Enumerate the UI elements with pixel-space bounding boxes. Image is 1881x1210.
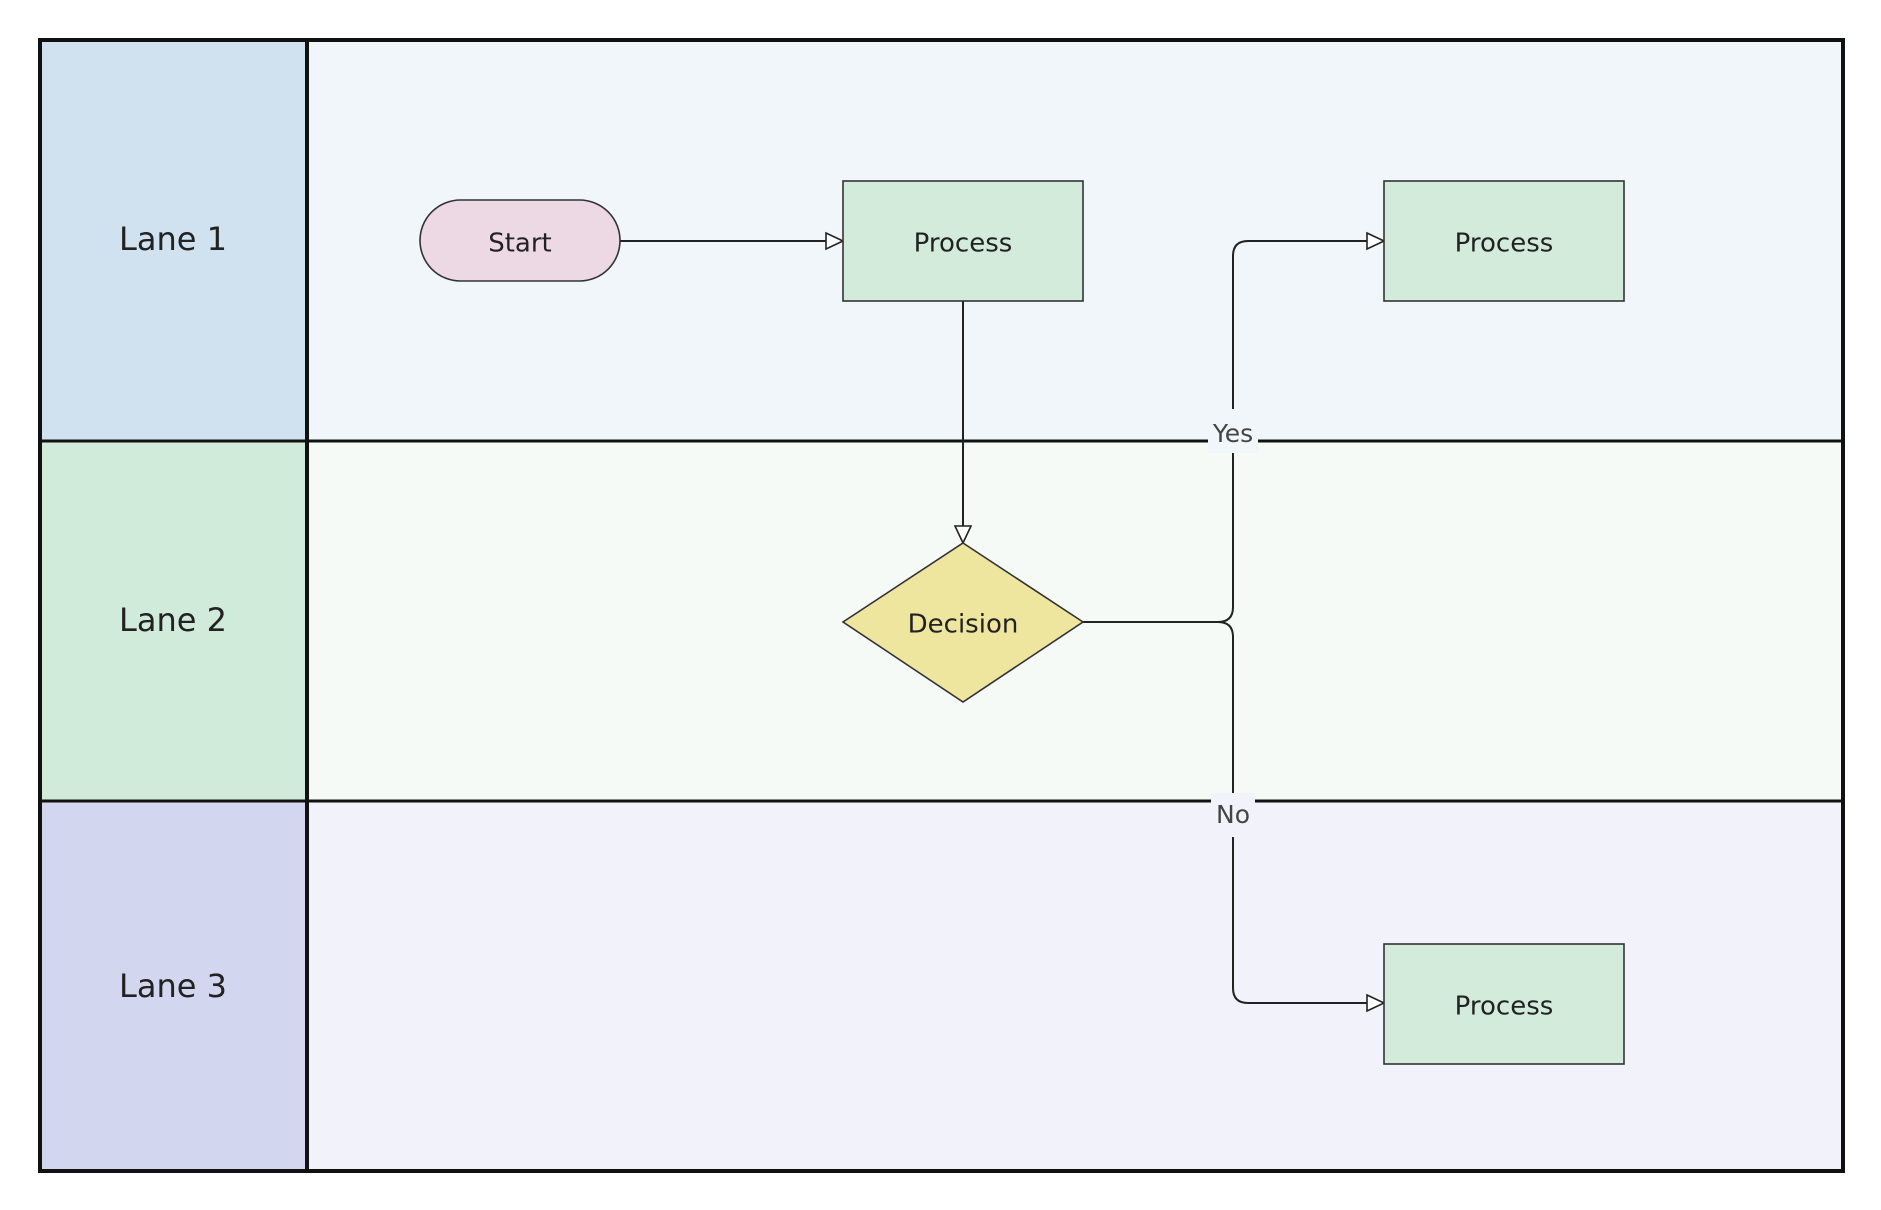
- lane-1-header: [40, 40, 307, 441]
- process-yes-shape: [1383, 180, 1625, 302]
- process-a-label: Process: [914, 229, 1013, 259]
- lane-1-label: Lane 1: [119, 220, 227, 258]
- lane-borders: [38, 38, 1845, 1173]
- lane-2: Lane 2: [40, 441, 1843, 801]
- edge-label-no-bg: [1211, 793, 1255, 837]
- process-yes-label: Process: [1455, 229, 1554, 259]
- process-node-yes[interactable]: Process: [1383, 180, 1625, 302]
- process-no-shape: [1383, 943, 1625, 1065]
- start-terminator-shape: [419, 199, 621, 282]
- lane-2-label: Lane 2: [119, 601, 227, 639]
- lane-2-header: [40, 441, 307, 801]
- decision-node[interactable]: Decision: [841, 542, 1085, 703]
- lane-3-header: [40, 801, 307, 1171]
- edge-label-yes-text: Yes: [1212, 419, 1253, 448]
- process-no-label: Process: [1455, 992, 1554, 1022]
- edge-label-no: No: [1211, 793, 1255, 837]
- edge-label-yes: Yes: [1208, 409, 1258, 453]
- process-a-shape: [842, 180, 1084, 302]
- pool-outline: [38, 38, 1845, 1173]
- decision-diamond-shape: [841, 542, 1085, 703]
- edge-label-no-text: No: [1216, 800, 1250, 829]
- edge-label-yes-bg: [1208, 409, 1258, 453]
- start-label: Start: [488, 229, 552, 259]
- lane-3-label: Lane 3: [119, 967, 227, 1005]
- start-node[interactable]: Start: [419, 199, 621, 282]
- decision-label: Decision: [908, 610, 1019, 640]
- process-node-lane-1-a[interactable]: Process: [842, 180, 1084, 302]
- process-node-no[interactable]: Process: [1383, 943, 1625, 1065]
